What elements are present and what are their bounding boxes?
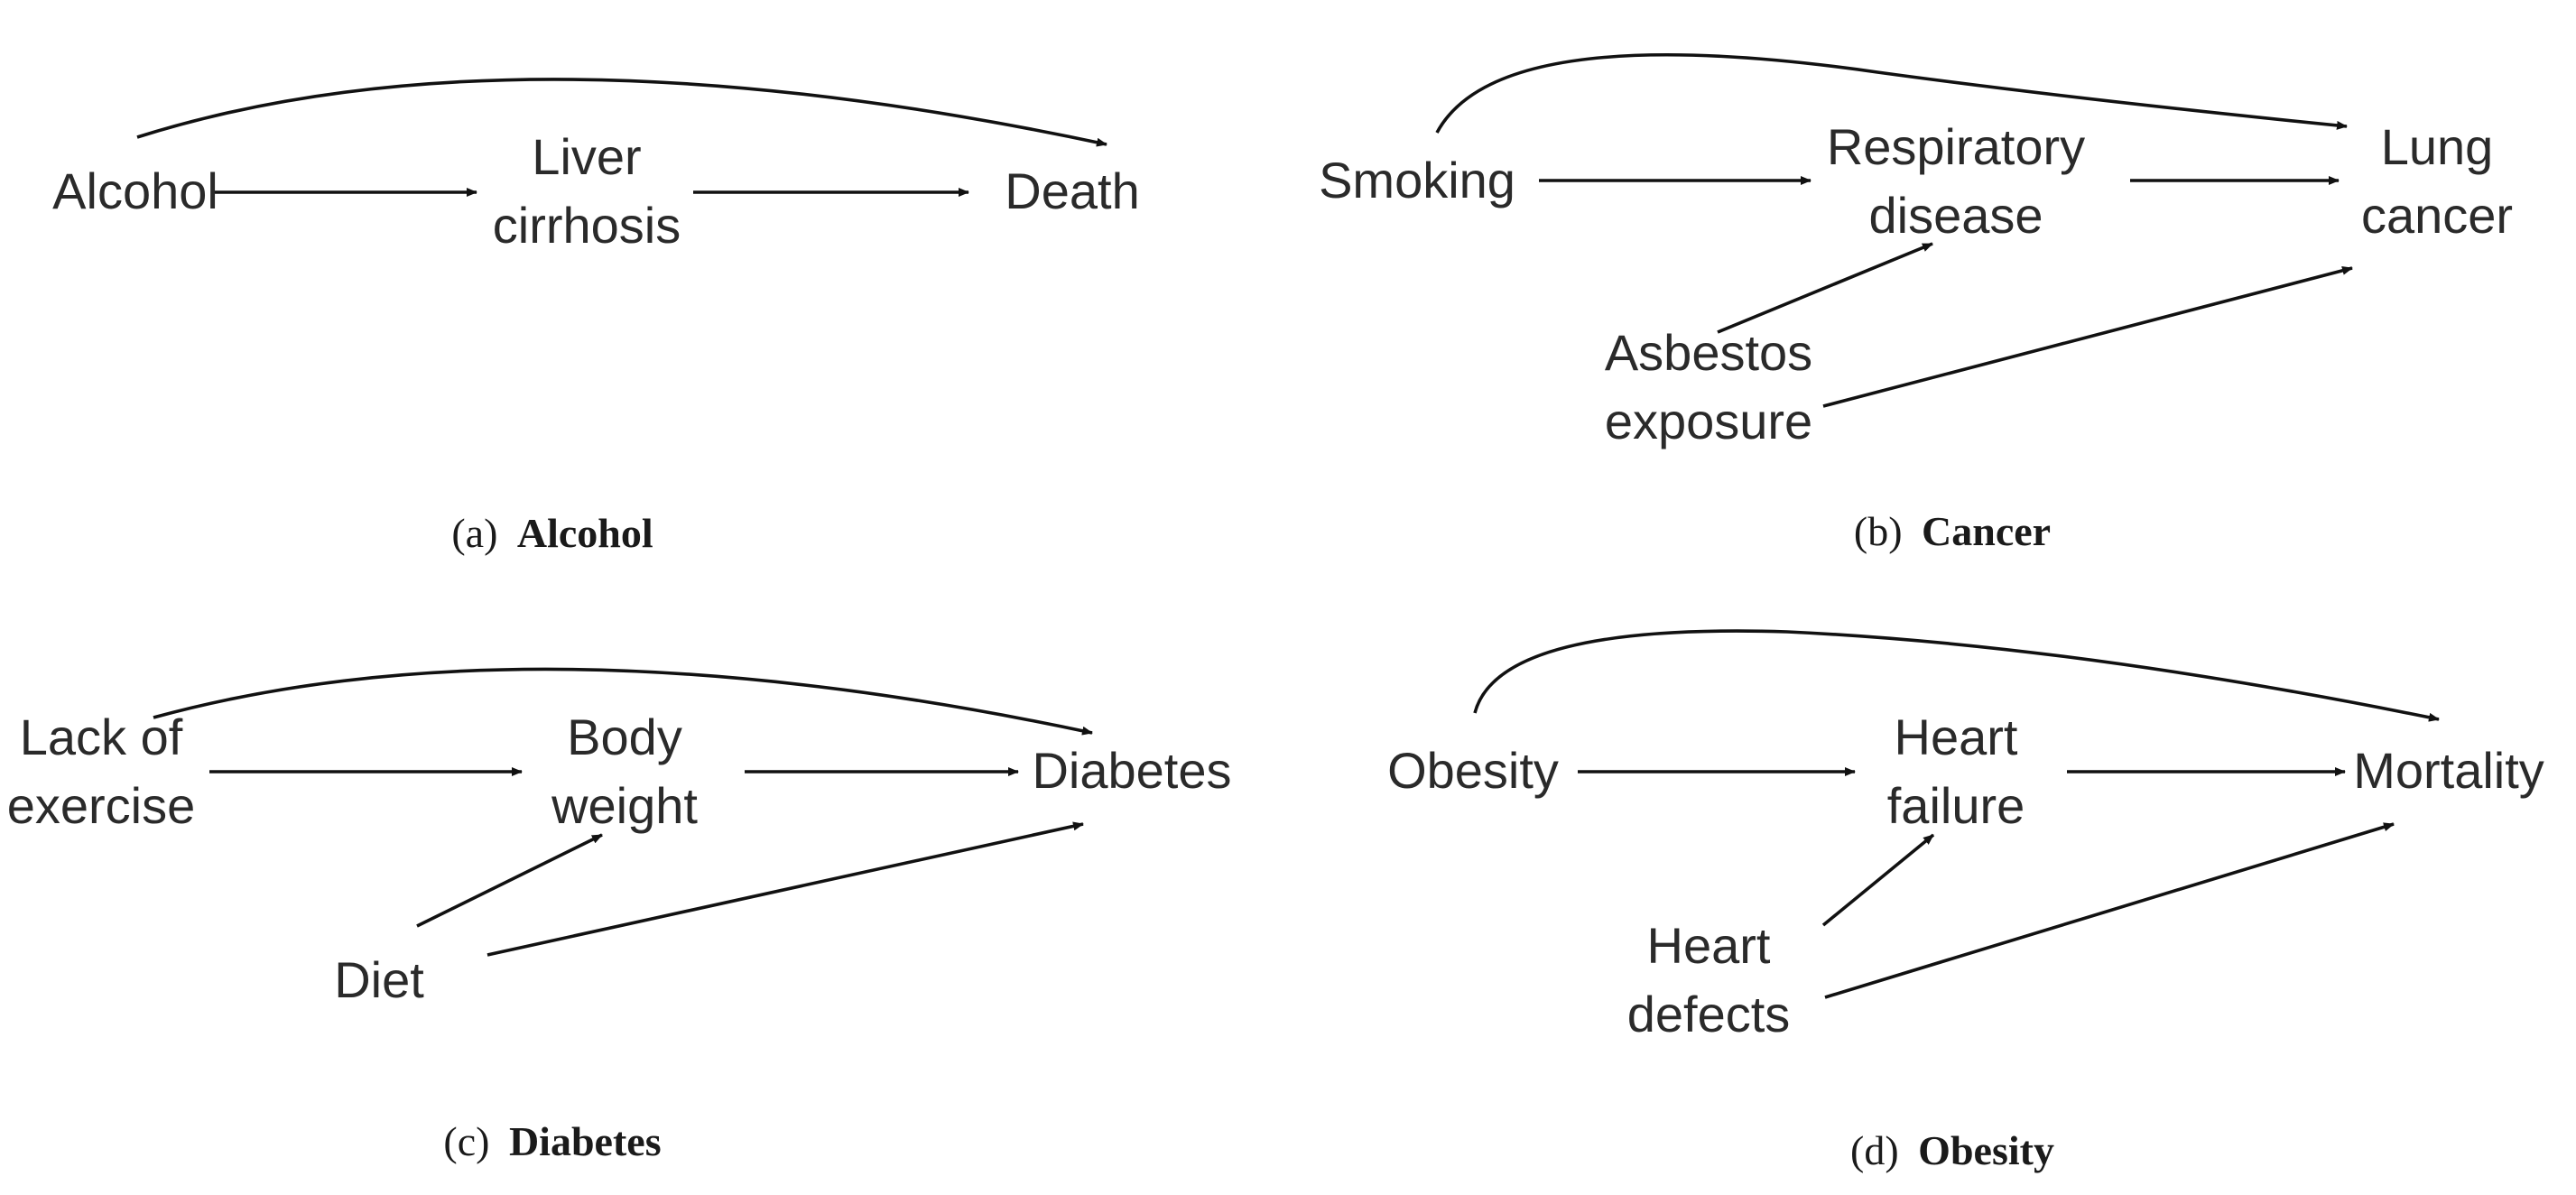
node-heart-failure-line2: failure — [1887, 777, 2025, 834]
edge-alcohol-to-death — [136, 78, 1107, 147]
edge-asbestos-to-respiratory-disease — [1717, 242, 1933, 334]
node-liver-cirrhosis-line1: Liver — [532, 128, 641, 185]
node-death: Death — [1005, 162, 1139, 219]
caption-c-letter: (c) — [443, 1118, 489, 1164]
edge-diet-to-body-weight — [416, 833, 603, 928]
edge-lack-of-exercise-to-diabetes — [153, 667, 1093, 736]
edge-smoking-to-lung-cancer — [1435, 52, 2348, 134]
panel-b-cancer: Smoking Respiratory disease Asbestos exp… — [1319, 52, 2513, 554]
caption-a: (a) Alcohol — [451, 510, 653, 556]
caption-c: (c) Diabetes — [443, 1118, 661, 1164]
caption-d: (d) Obesity — [1850, 1127, 2054, 1173]
edge-diet-to-diabetes — [486, 821, 1084, 957]
node-alcohol: Alcohol — [52, 162, 218, 219]
node-obesity: Obesity — [1387, 742, 1559, 799]
node-lung-cancer-line1: Lung — [2381, 118, 2494, 175]
panel-a-alcohol: Alcohol Liver cirrhosis Death (a) Alcoho… — [52, 78, 1140, 556]
node-lack-of-exercise-line2: exercise — [7, 777, 196, 834]
caption-d-title: Obesity — [1918, 1127, 2054, 1173]
node-asbestos-exposure-line1: Asbestos — [1605, 324, 1812, 381]
node-body-weight-line2: weight — [551, 777, 698, 834]
edge-heart-defects-to-mortality — [1824, 822, 2395, 999]
node-heart-defects-line1: Heart — [1647, 917, 1771, 974]
node-smoking: Smoking — [1319, 152, 1515, 208]
node-asbestos-exposure-line2: exposure — [1605, 393, 1812, 449]
panel-d-obesity: Obesity Heart failure Heart defects Mort… — [1387, 629, 2544, 1173]
node-diet: Diet — [334, 951, 424, 1008]
node-lung-cancer-line2: cancer — [2361, 187, 2513, 244]
node-heart-defects-line2: defects — [1627, 986, 1791, 1042]
caption-b: (b) Cancer — [1854, 508, 2051, 554]
edge-asbestos-to-lung-cancer — [1822, 265, 2353, 408]
node-liver-cirrhosis-line2: cirrhosis — [493, 197, 681, 254]
edge-obesity-to-mortality — [1473, 629, 2440, 722]
node-heart-failure-line1: Heart — [1895, 709, 2018, 765]
node-respiratory-disease-line2: disease — [1868, 187, 2043, 244]
edge-heart-defects-to-heart-failure — [1821, 833, 1935, 927]
caption-b-letter: (b) — [1854, 508, 1903, 554]
caption-d-letter: (d) — [1850, 1127, 1899, 1173]
caption-c-title: Diabetes — [509, 1118, 662, 1164]
node-respiratory-disease-line1: Respiratory — [1827, 118, 2085, 175]
node-mortality: Mortality — [2353, 742, 2544, 799]
node-lack-of-exercise-line1: Lack of — [20, 709, 183, 765]
caption-b-title: Cancer — [1922, 508, 2051, 554]
node-diabetes: Diabetes — [1032, 742, 1231, 799]
caption-a-title: Alcohol — [517, 510, 653, 556]
caption-a-letter: (a) — [451, 510, 497, 556]
node-body-weight-line1: Body — [567, 709, 682, 765]
panel-c-diabetes: Lack of exercise Body weight Diet Diabet… — [7, 667, 1232, 1164]
